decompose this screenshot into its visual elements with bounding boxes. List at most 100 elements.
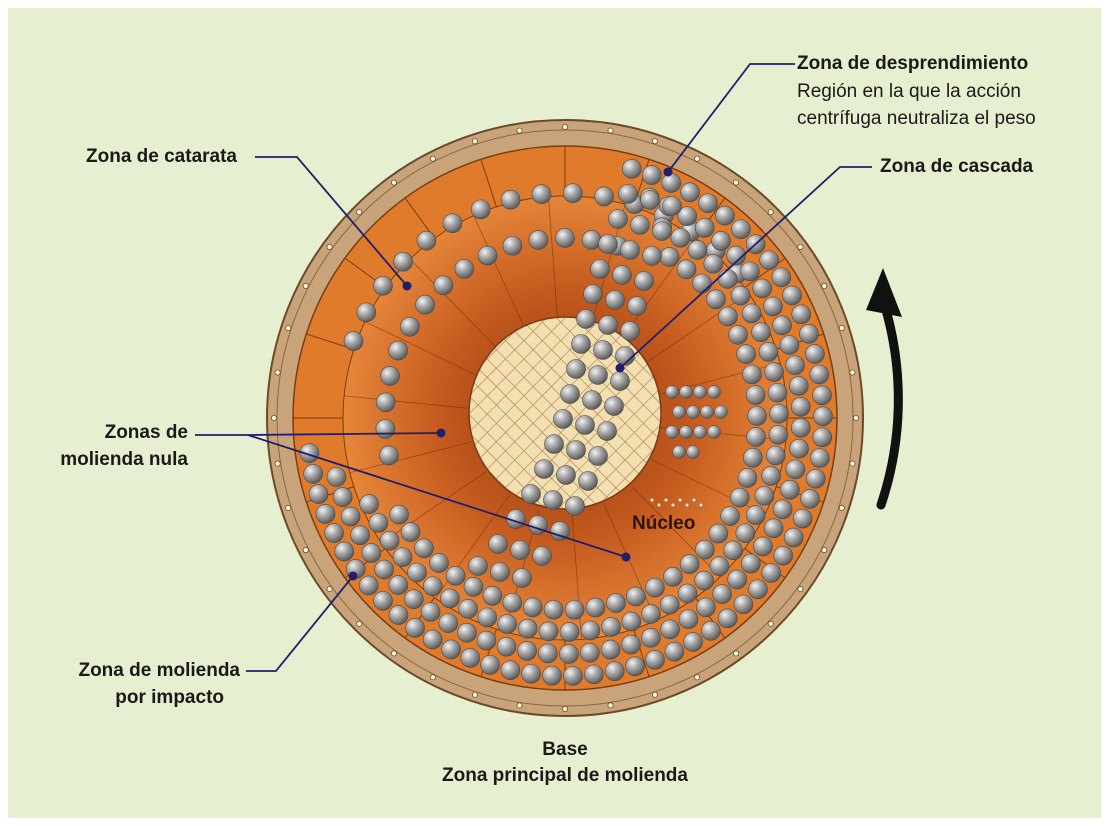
label-molienda-nula-1: Zonas de (60, 421, 188, 444)
dot-desprendimiento (664, 168, 673, 177)
grinding-ball (715, 206, 734, 225)
grinding-ball (344, 332, 363, 351)
grinding-ball (584, 665, 603, 684)
shell-bolt (798, 586, 803, 591)
grinding-ball (483, 586, 502, 605)
grinding-ball (643, 247, 662, 266)
small-ball (680, 386, 693, 399)
grinding-ball (501, 661, 520, 680)
grinding-ball (440, 589, 459, 608)
grinding-ball (740, 262, 759, 281)
shell-bolt (652, 139, 657, 144)
grinding-ball (559, 644, 578, 663)
grinding-ball (584, 285, 603, 304)
grinding-ball (737, 345, 756, 364)
small-ball (666, 386, 679, 399)
grinding-ball (390, 505, 409, 524)
grinding-ball (799, 324, 818, 343)
grinding-ball (805, 344, 824, 363)
grinding-ball (423, 577, 442, 596)
small-ball (708, 386, 721, 399)
ore-particle (678, 498, 682, 502)
grinding-ball (709, 524, 728, 543)
grinding-ball (773, 500, 792, 519)
grinding-ball (679, 610, 698, 629)
grinding-ball (577, 310, 596, 329)
grinding-ball (561, 385, 580, 404)
grinding-ball (622, 635, 641, 654)
grinding-ball (533, 547, 552, 566)
small-ball (673, 406, 686, 419)
shell-bolt (303, 283, 308, 288)
grinding-ball (718, 609, 737, 628)
shell-bolt (850, 370, 855, 375)
ore-particle (664, 498, 668, 502)
grinding-ball (351, 526, 370, 545)
grinding-ball (459, 599, 478, 618)
grinding-ball (544, 491, 563, 510)
shell-bolt (798, 244, 803, 249)
grinding-ball (380, 531, 399, 550)
grinding-ball (760, 251, 779, 270)
grinding-ball (813, 428, 832, 447)
grinding-ball (523, 598, 542, 617)
grinding-ball (434, 276, 453, 295)
grinding-ball (379, 446, 398, 465)
grinding-ball (589, 447, 608, 466)
shell-bolt (768, 621, 773, 626)
grinding-ball (728, 570, 747, 589)
grinding-ball (498, 615, 517, 634)
grinding-ball (357, 303, 376, 322)
grinding-ball (589, 366, 608, 385)
label-desprendimiento-desc-2: centrífuga neutraliza el peso (797, 107, 1036, 130)
ore-particle (685, 503, 689, 507)
grinding-ball (393, 548, 412, 567)
shell-bolt (608, 128, 613, 133)
small-ball (694, 426, 707, 439)
grinding-ball (511, 541, 530, 560)
grinding-ball (594, 341, 613, 360)
grinding-ball (416, 295, 435, 314)
grinding-ball (621, 322, 640, 341)
grinding-ball (606, 594, 625, 613)
grinding-ball (518, 619, 537, 638)
grinding-ball (743, 448, 762, 467)
shell-bolt (275, 461, 280, 466)
grinding-ball (518, 641, 537, 660)
grinding-ball (660, 247, 679, 266)
grinding-ball (661, 620, 680, 639)
label-impacto-2: por impacto (20, 686, 224, 709)
grinding-ball (671, 228, 690, 247)
shell-bolt (822, 548, 827, 553)
grinding-ball (710, 557, 729, 576)
grinding-ball (461, 648, 480, 667)
grinding-ball (606, 291, 625, 310)
shell-bolt (517, 703, 522, 708)
grinding-ball (698, 194, 717, 213)
grinding-ball (469, 557, 488, 576)
grinding-ball (325, 524, 344, 543)
grinding-ball (695, 571, 714, 590)
grinding-ball (693, 274, 712, 293)
grinding-ball (335, 542, 354, 561)
shell-bolt (695, 675, 700, 680)
small-ball (715, 406, 728, 419)
grinding-ball (747, 406, 766, 425)
shell-bolt (430, 156, 435, 161)
grinding-ball (784, 528, 803, 547)
dot-cascada (616, 364, 625, 373)
grinding-ball (724, 541, 743, 560)
grinding-ball (539, 622, 558, 641)
grinding-ball (680, 555, 699, 574)
grinding-ball (556, 229, 575, 248)
shell-bolt (850, 461, 855, 466)
shell-bolt (652, 692, 657, 697)
grinding-ball (341, 507, 360, 526)
grinding-ball (503, 236, 522, 255)
grinding-ball (731, 286, 750, 305)
grinding-ball (583, 391, 602, 410)
grinding-ball (695, 218, 714, 237)
grinding-ball (773, 316, 792, 335)
grinding-ball (375, 560, 394, 579)
grinding-ball (477, 631, 496, 650)
